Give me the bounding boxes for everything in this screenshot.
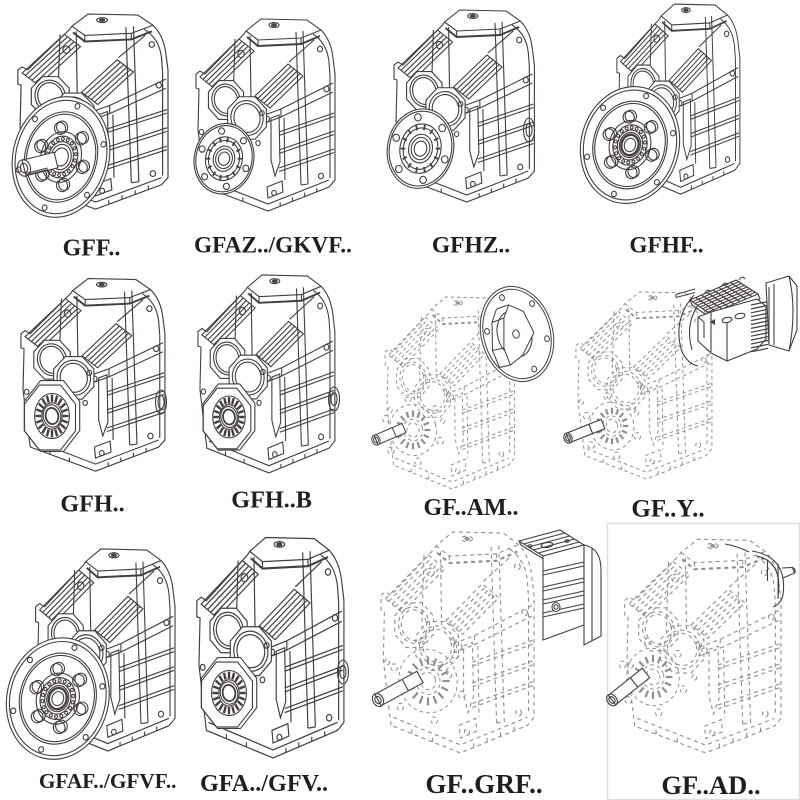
svg-text:GF..Y..: GF..Y.. (631, 496, 704, 523)
svg-text:GFH..B: GFH..B (231, 487, 312, 514)
svg-text:GF..AM..: GF..AM.. (423, 495, 518, 521)
svg-text:GFAF../GFVF..: GFAF../GFVF.. (39, 769, 177, 793)
svg-text:GFHZ..: GFHZ.. (432, 233, 510, 259)
svg-text:GFHF..: GFHF.. (629, 233, 703, 259)
svg-text:GF..GRF..: GF..GRF.. (425, 769, 542, 799)
svg-text:GFH..: GFH.. (60, 491, 124, 517)
svg-text:GFF..: GFF.. (63, 236, 121, 262)
svg-text:GFAZ../GKVF..: GFAZ../GKVF.. (194, 233, 352, 259)
svg-text:GFA../GFV..: GFA../GFV.. (200, 770, 328, 797)
svg-text:GF..AD..: GF..AD.. (661, 770, 760, 800)
